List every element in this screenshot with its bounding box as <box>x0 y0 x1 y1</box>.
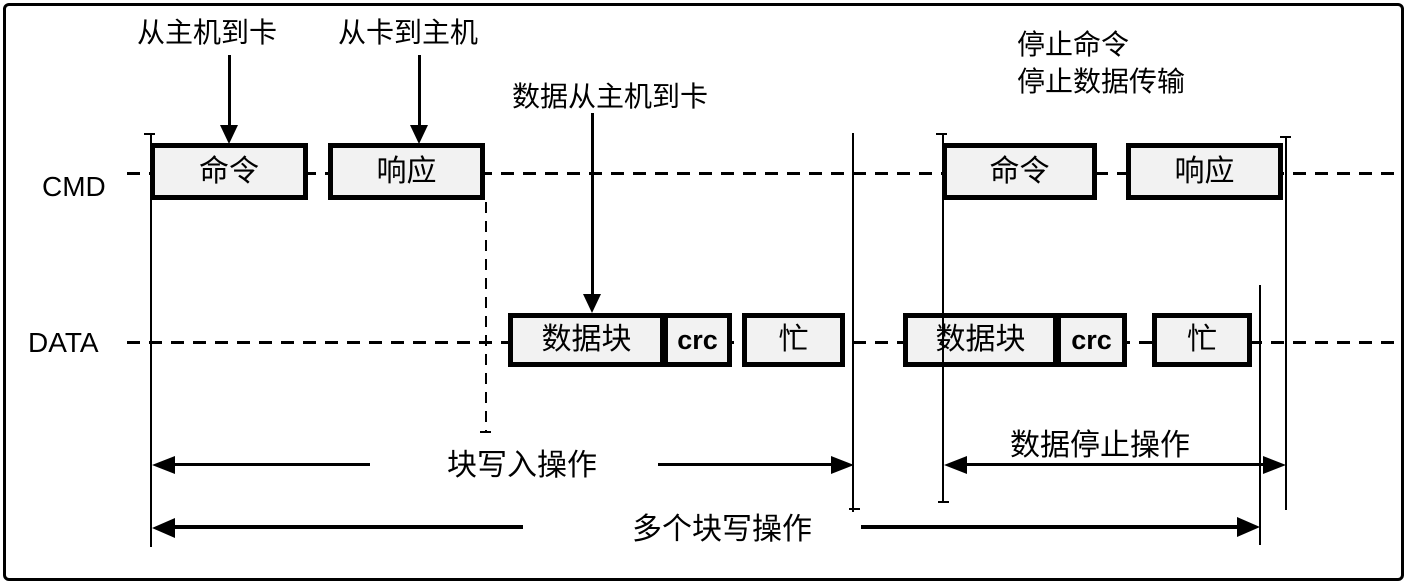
multi-block-write-span-line-left <box>170 525 523 529</box>
annotation-data-from-host-to-card: 数据从主机到卡 <box>511 82 709 113</box>
guide-line-start <box>150 135 152 547</box>
block-write-span-line-left <box>170 463 370 466</box>
response-box-1: 响应 <box>328 143 485 200</box>
busy-box-1: 忙 <box>742 313 845 367</box>
command-box-2-label: 命令 <box>989 154 1050 188</box>
multi-block-write-span-line-right <box>861 525 1238 529</box>
data-stop-span-line <box>962 463 1264 466</box>
block-write-span-label: 块写入操作 <box>447 449 597 482</box>
annotation-stop-command: 停止命令 停止数据传输 <box>1017 28 1185 102</box>
crc-box-1-label: crc <box>677 324 718 355</box>
left-arrowhead-icon <box>152 456 175 474</box>
left-arrowhead-icon <box>944 456 967 474</box>
right-arrowhead-icon <box>831 456 854 474</box>
annotation-stop-command-line2: 停止数据传输 <box>1017 66 1186 98</box>
data-block-box-2-label: 数据块 <box>935 323 1026 356</box>
response-box-2-label: 响应 <box>1174 154 1235 188</box>
tick-mark <box>849 508 860 510</box>
busy-box-2: 忙 <box>1152 313 1252 367</box>
guide-line-stop-start <box>942 135 944 503</box>
down-arrow-shaft <box>228 55 231 127</box>
tick-mark <box>480 431 491 433</box>
annotation-from-card-to-host: 从卡到主机 <box>337 18 479 49</box>
block-write-span-line-right <box>658 463 833 466</box>
data-stop-span-label: 数据停止操作 <box>1010 429 1190 462</box>
cmd-signal-label: CMD <box>42 171 106 202</box>
busy-box-2-label: 忙 <box>1187 323 1217 356</box>
guide-line-block-write-end <box>852 133 854 512</box>
guide-line-busy-end <box>1259 285 1261 545</box>
right-arrowhead-icon <box>1237 517 1260 537</box>
tick-mark <box>144 133 155 135</box>
guide-line-stop-end <box>1285 138 1287 510</box>
response-box-1-label: 响应 <box>376 154 437 188</box>
annotation-stop-command-line1: 停止命令 <box>1017 30 1130 61</box>
data-block-box-2: 数据块 <box>903 313 1058 367</box>
down-arrow-icon <box>220 125 238 144</box>
crc-box-2-label: crc <box>1071 324 1112 355</box>
command-box-1-label: 命令 <box>199 154 259 188</box>
tick-mark <box>936 133 947 135</box>
command-box-1: 命令 <box>150 143 308 200</box>
guide-line-response-end-dashed <box>485 202 487 433</box>
crc-box-2: crc <box>1056 313 1127 367</box>
data-block-box-1: 数据块 <box>508 313 665 367</box>
diagram-border <box>3 3 1404 581</box>
annotation-from-host-to-card: 从主机到卡 <box>136 18 278 49</box>
crc-box-1: crc <box>663 313 732 367</box>
down-arrow-icon <box>583 294 601 313</box>
response-box-2: 响应 <box>1126 143 1283 200</box>
data-block-box-1-label: 数据块 <box>541 323 632 356</box>
command-box-2: 命令 <box>942 143 1097 200</box>
tick-mark <box>1280 136 1291 138</box>
multi-block-write-span-label: 多个块写操作 <box>632 513 812 546</box>
down-arrow-icon <box>410 125 428 144</box>
left-arrowhead-icon <box>152 518 175 538</box>
down-arrow-shaft <box>591 113 594 296</box>
busy-box-1-label: 忙 <box>778 323 809 356</box>
cmd-signal-line <box>127 172 1398 175</box>
right-arrowhead-icon <box>1263 456 1286 474</box>
data-signal-label: DATA <box>28 327 99 358</box>
down-arrow-shaft <box>418 55 421 127</box>
